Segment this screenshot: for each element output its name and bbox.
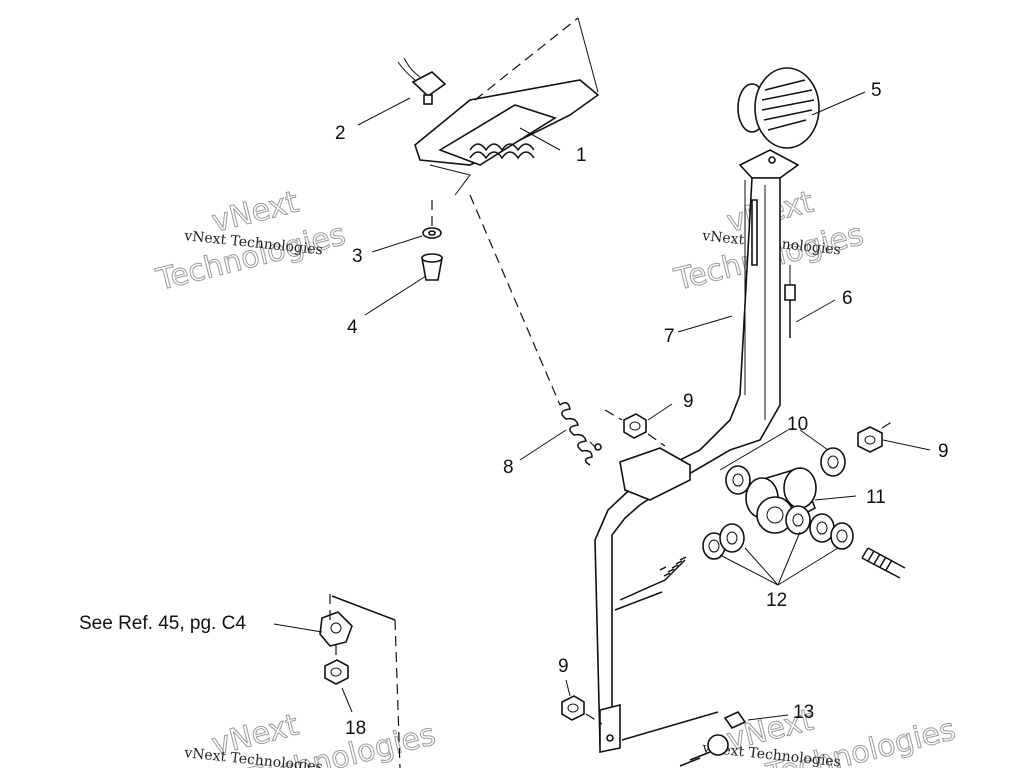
- part-7-pedal-arm: [594, 149, 800, 753]
- callout-8: 8: [503, 457, 514, 478]
- watermark-bottom-right: vNext Technologies vNext Technologies: [701, 702, 960, 768]
- callout-18: 18: [345, 718, 366, 739]
- callout-10: 10: [787, 414, 808, 435]
- reference-note: See Ref. 45, pg. C4: [79, 613, 246, 634]
- callout-5: 5: [871, 80, 882, 101]
- part-8-spring: [469, 194, 602, 466]
- part-10-washer-left: [725, 465, 751, 495]
- part-9-nut-upper: [604, 409, 666, 447]
- part-4-bumper: [421, 253, 443, 281]
- callout-9-right: 9: [938, 441, 949, 462]
- callout-1: 1: [576, 145, 587, 166]
- callout-3: 3: [352, 246, 363, 267]
- callout-12: 12: [766, 590, 787, 611]
- watermark-top-left: vNext Technologies vNext Technologies: [152, 184, 349, 298]
- part-13-clevis: [621, 710, 747, 767]
- part-3-washer: [422, 227, 442, 239]
- callout-13: 13: [793, 702, 814, 723]
- callout-4: 4: [347, 317, 358, 338]
- part-6-pin: [784, 265, 796, 338]
- callout-11: 11: [866, 487, 886, 508]
- callout-6: 6: [842, 288, 853, 309]
- part-1-bracket: [414, 17, 600, 196]
- part-11-pivot-tube: [745, 467, 817, 534]
- part-10-washer-right: [820, 447, 846, 477]
- pivot-bolt: [614, 547, 906, 611]
- callout-labels: 1 2 3 4 5 6 7 8 9 9 9 10 11 12 13 18 See…: [79, 80, 949, 739]
- part-2-switch: [397, 57, 447, 105]
- callout-2: 2: [335, 123, 346, 144]
- callout-9-upper: 9: [683, 391, 694, 412]
- leader-lines: [273, 91, 931, 721]
- callout-9-lower: 9: [558, 656, 569, 677]
- callout-7: 7: [664, 326, 675, 347]
- part-5-pedal-pad: [737, 67, 820, 149]
- watermark-bottom-left: vNext Technologies vNext Technologies: [183, 707, 440, 768]
- part-18-nut-and-bracket: [319, 594, 401, 768]
- part-9-nut-lower: [561, 695, 603, 725]
- part-12-bushings: [702, 505, 854, 560]
- part-9-nut-right: [857, 419, 896, 453]
